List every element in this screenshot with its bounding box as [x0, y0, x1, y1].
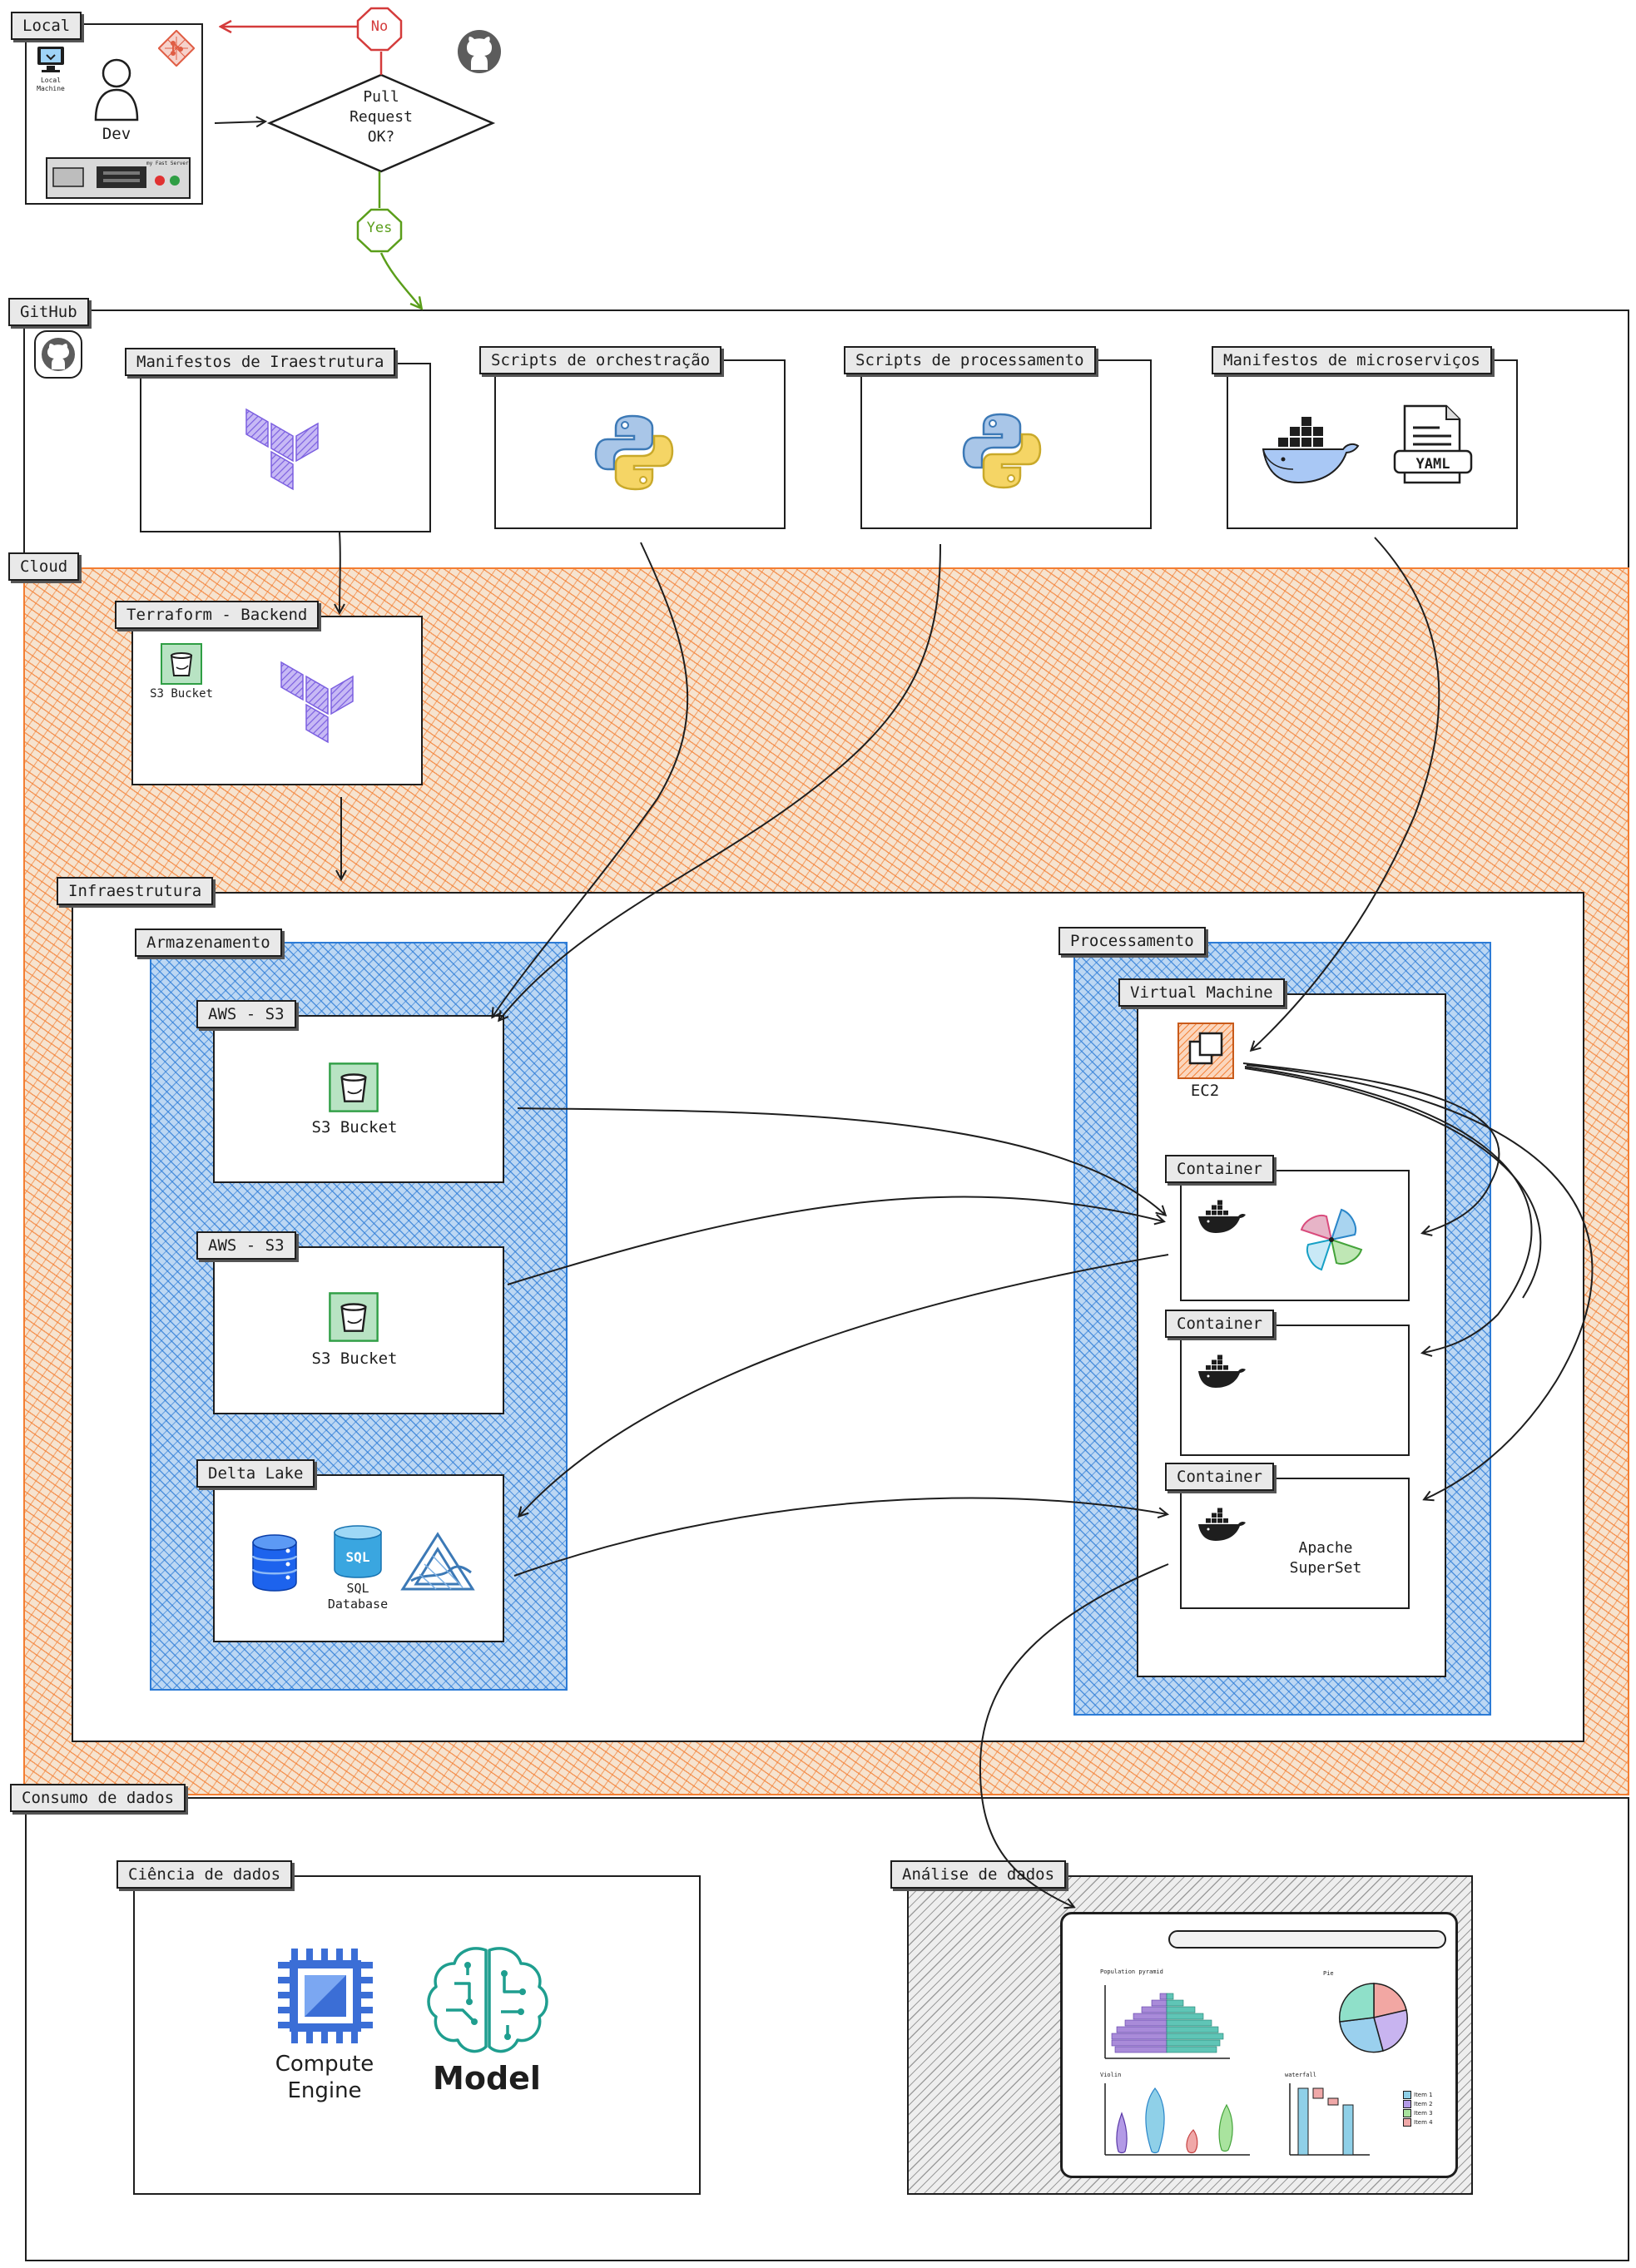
processing-title: Processamento — [1058, 927, 1206, 955]
yaml-label: YAML — [1415, 456, 1450, 473]
server-caption: my Fast Server — [146, 161, 189, 166]
legend-label-4: Item 4 — [1414, 2118, 1433, 2126]
virtual-machine-title: Virtual Machine — [1118, 978, 1285, 1007]
ml-model-brain-icon — [427, 1947, 548, 2053]
processing-scripts-label: Scripts de processamento — [844, 346, 1096, 374]
github-title: GitHub — [8, 298, 89, 326]
legend-swatch-1 — [1403, 2090, 1411, 2099]
legend-label-2: Item 2 — [1414, 2100, 1433, 2107]
s3-bucket-icon — [161, 643, 202, 685]
consumption-section — [25, 1797, 1629, 2261]
legend-item-1: Item 1 — [1403, 2090, 1445, 2099]
microservices-manifest-label: Manifestos de microserviços — [1212, 346, 1492, 374]
legend-label-3: Item 3 — [1414, 2109, 1433, 2117]
legend-swatch-2 — [1403, 2099, 1411, 2108]
yaml-file-icon — [1393, 404, 1473, 484]
arrow-local-to-decision — [214, 121, 265, 123]
github-section-logo-icon — [34, 330, 82, 379]
data-science-title: Ciência de dados — [117, 1860, 293, 1889]
infrastructure-title: Infraestrutura — [57, 877, 214, 905]
superset-caption-2: SuperSet — [1289, 1559, 1362, 1577]
aws-s3-title-2: AWS - S3 — [196, 1231, 296, 1260]
population-pyramid-chart — [1104, 1985, 1230, 2059]
no-label: No — [370, 18, 389, 35]
sql-database-caption: SQL Database — [327, 1581, 389, 1612]
s3-bucket-icon-2 — [329, 1292, 379, 1342]
s3-bucket-icon-1 — [329, 1062, 379, 1112]
compute-engine-icon — [278, 1949, 373, 2043]
legend-swatch-4 — [1403, 2117, 1411, 2127]
ec2-caption: EC2 — [1190, 1082, 1220, 1100]
local-machine-caption: Local Machine — [37, 77, 65, 92]
server-icon — [46, 157, 191, 199]
docker-icon-3 — [1198, 1508, 1246, 1541]
github-logo-icon — [458, 30, 501, 73]
docker-icon-2 — [1198, 1354, 1246, 1388]
model-label: Model — [433, 2060, 541, 2097]
airflow-icon — [1300, 1208, 1363, 1271]
pie-chart — [1338, 1983, 1408, 2053]
compute-engine-line-1: Compute — [275, 2052, 374, 2077]
delta-lake-title: Delta Lake — [196, 1459, 315, 1488]
legend-item-3: Item 3 — [1403, 2108, 1445, 2117]
pie-chart-title: Pie — [1323, 1970, 1334, 1977]
terraform-icon — [245, 408, 319, 491]
python-icon-2 — [962, 413, 1042, 489]
delta-lake-icon — [400, 1532, 475, 1591]
data-analysis-title: Análise de dados — [890, 1860, 1067, 1889]
local-title: Local — [11, 12, 82, 40]
violin-chart-title: Violin — [1100, 2072, 1122, 2078]
git-icon — [158, 30, 195, 67]
legend-swatch-3 — [1403, 2108, 1411, 2117]
yes-label: Yes — [366, 220, 393, 236]
python-icon — [594, 414, 674, 491]
container-title-1: Container — [1165, 1155, 1274, 1183]
decision-line-2: Request — [350, 108, 413, 126]
local-machine-icon — [37, 47, 64, 72]
sql-database-icon — [334, 1525, 382, 1578]
dev-label: Dev — [102, 125, 131, 143]
terraform-backend-box — [131, 616, 423, 785]
s3-caption-2: S3 Bucket — [311, 1349, 398, 1368]
docker-icon-1 — [1198, 1200, 1246, 1233]
aws-s3-title-1: AWS - S3 — [196, 1000, 296, 1028]
legend-item-2: Item 2 — [1403, 2099, 1445, 2108]
docker-icon — [1262, 417, 1360, 484]
backend-bucket-caption: S3 Bucket — [150, 687, 213, 701]
legend-item-4: Item 4 — [1403, 2117, 1445, 2127]
ec2-icon — [1177, 1023, 1234, 1079]
sql-icon-text: SQL — [345, 1549, 370, 1565]
violin-chart — [1104, 2083, 1250, 2156]
waterfall-chart — [1289, 2083, 1370, 2156]
cloud-title: Cloud — [8, 552, 80, 581]
container-title-2: Container — [1165, 1310, 1274, 1338]
s3-caption-1: S3 Bucket — [311, 1118, 398, 1136]
waterfall-chart-title: waterfall — [1285, 2072, 1316, 2078]
pyramid-chart-title: Population pyramid — [1100, 1968, 1163, 1975]
decision-line-1: Pull — [363, 88, 399, 106]
storage-title: Armazenamento — [135, 928, 282, 957]
container-title-3: Container — [1165, 1463, 1274, 1491]
decision-line-3: OK? — [367, 128, 395, 146]
orchestration-scripts-label: Scripts de orchestração — [479, 346, 722, 374]
developer-icon — [94, 58, 139, 121]
waterfall-legend: Item 1 Item 2 Item 3 Item 4 — [1403, 2090, 1445, 2127]
consumption-title: Consumo de dados — [10, 1784, 186, 1812]
terraform-backend-title: Terraform - Backend — [115, 601, 320, 629]
infra-manifest-label: Manifestos de Iraestrutura — [125, 348, 396, 376]
local-section — [25, 23, 203, 205]
database-icon — [251, 1534, 298, 1592]
superset-caption-1: Apache — [1298, 1539, 1353, 1557]
legend-label-1: Item 1 — [1414, 2091, 1433, 2098]
dashboard-search-bar — [1168, 1930, 1446, 1949]
terraform-backend-icon — [280, 661, 354, 744]
data-science-box — [133, 1875, 701, 2195]
compute-engine-line-2: Engine — [287, 2078, 362, 2103]
